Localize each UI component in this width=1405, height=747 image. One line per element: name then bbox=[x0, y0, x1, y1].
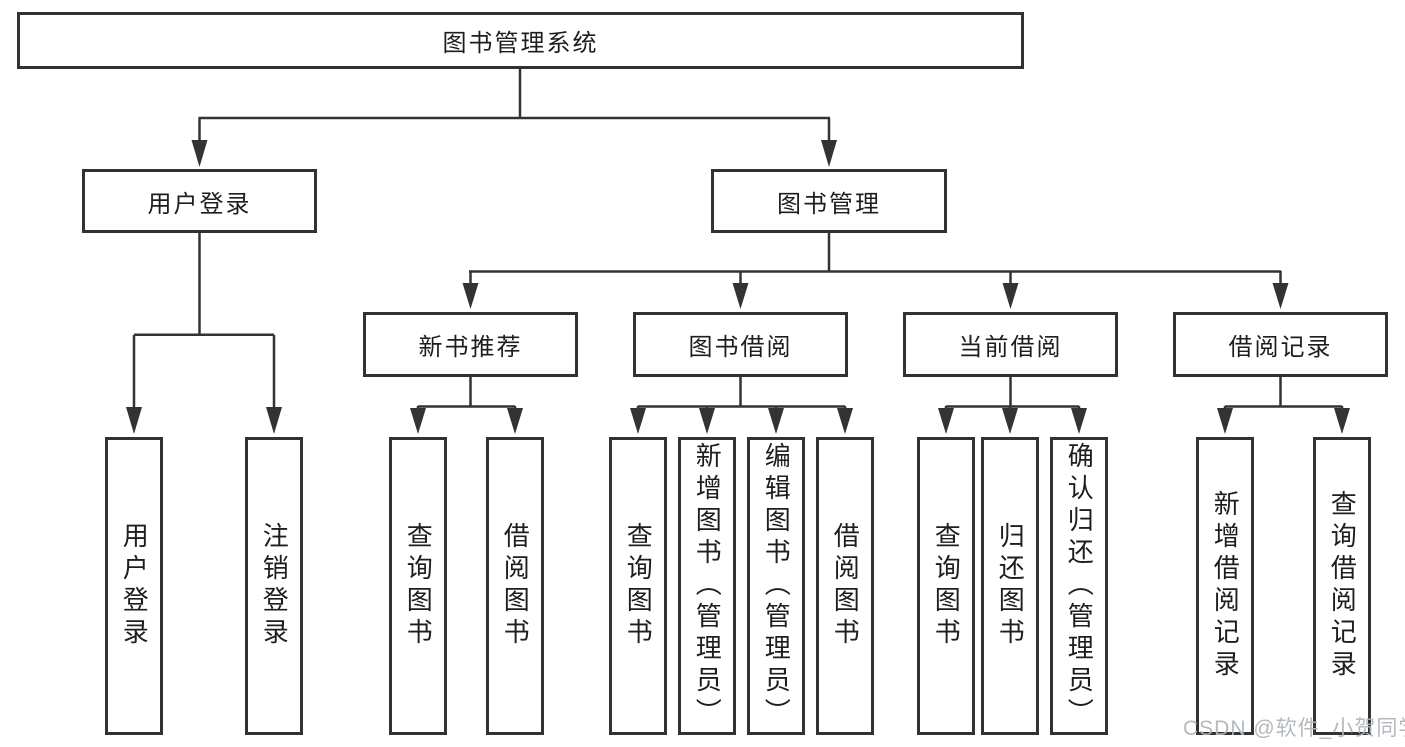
arrowheads bbox=[126, 140, 1350, 434]
leaf-newbook-borrow-books-label: 借阅图书 bbox=[500, 522, 531, 650]
leaf-current-query-books-label: 查询图书 bbox=[931, 522, 962, 650]
leaf-current-confirm-return-admin: 确认归还（管理员） bbox=[1050, 437, 1108, 735]
leaf-borrow-query-books-label: 查询图书 bbox=[623, 522, 654, 650]
leaf-current-return-books: 归还图书 bbox=[981, 437, 1039, 735]
leaf-borrow-query-books: 查询图书 bbox=[609, 437, 667, 735]
node-book-management-label: 图书管理 bbox=[777, 190, 881, 218]
node-user-login-label: 用户登录 bbox=[147, 190, 252, 218]
node-user-login: 用户登录 bbox=[82, 169, 317, 233]
leaf-logout-label: 注销登录 bbox=[259, 522, 290, 650]
leaf-borrow-edit-books-admin: 编辑图书（管理员） bbox=[747, 437, 805, 735]
leaf-borrow-add-books-admin: 新增图书（管理员） bbox=[678, 437, 736, 735]
leaf-newbook-query-books: 查询图书 bbox=[389, 437, 447, 735]
node-root: 图书管理系统 bbox=[17, 12, 1024, 69]
leaf-logout: 注销登录 bbox=[245, 437, 303, 735]
connector-new-book-branch bbox=[416, 377, 517, 411]
node-borrowing-records-label: 借阅记录 bbox=[1228, 334, 1333, 361]
leaf-user-login: 用户登录 bbox=[105, 437, 163, 735]
node-new-book-recommend: 新书推荐 bbox=[363, 312, 578, 377]
leaf-newbook-borrow-books: 借阅图书 bbox=[486, 437, 544, 735]
connector-current-borrow-branch bbox=[944, 377, 1081, 411]
watermark: CSDN @软件_小贺同学 bbox=[1183, 717, 1405, 740]
leaf-current-return-books-label: 归还图书 bbox=[995, 522, 1026, 650]
connector-user-login-branch bbox=[132, 233, 276, 409]
connector-borrow-record-branch bbox=[1223, 377, 1344, 411]
leaf-current-query-books: 查询图书 bbox=[917, 437, 975, 735]
leaf-record-add-borrow-record: 新增借阅记录 bbox=[1196, 437, 1254, 735]
node-book-borrowing-label: 图书借阅 bbox=[688, 334, 793, 361]
node-root-label: 图书管理系统 bbox=[442, 30, 599, 57]
leaf-record-query-borrow-record-label: 查询借阅记录 bbox=[1327, 490, 1358, 682]
connector-root-to-level2 bbox=[198, 69, 831, 142]
leaf-current-confirm-return-admin-label: 确认归还（管理员） bbox=[1064, 442, 1095, 730]
connector-book-borrow-branch bbox=[636, 377, 847, 411]
leaf-borrow-edit-books-admin-label: 编辑图书（管理员） bbox=[761, 442, 792, 730]
node-borrowing-records: 借阅记录 bbox=[1173, 312, 1388, 377]
leaf-borrow-borrow-books-label: 借阅图书 bbox=[830, 522, 861, 650]
node-book-management: 图书管理 bbox=[711, 169, 947, 233]
node-book-borrowing: 图书借阅 bbox=[633, 312, 848, 377]
node-new-book-recommend-label: 新书推荐 bbox=[418, 334, 523, 361]
leaf-record-query-borrow-record: 查询借阅记录 bbox=[1313, 437, 1371, 735]
node-current-borrowing-label: 当前借阅 bbox=[958, 334, 1063, 361]
leaf-record-add-borrow-record-label: 新增借阅记录 bbox=[1210, 490, 1241, 682]
connector-book-mgmt-to-level3 bbox=[469, 233, 1282, 285]
leaf-borrow-add-books-admin-label: 新增图书（管理员） bbox=[692, 442, 723, 730]
node-current-borrowing: 当前借阅 bbox=[903, 312, 1118, 377]
leaf-newbook-query-books-label: 查询图书 bbox=[403, 522, 434, 650]
leaf-user-login-label: 用户登录 bbox=[119, 522, 150, 650]
leaf-borrow-borrow-books: 借阅图书 bbox=[816, 437, 874, 735]
